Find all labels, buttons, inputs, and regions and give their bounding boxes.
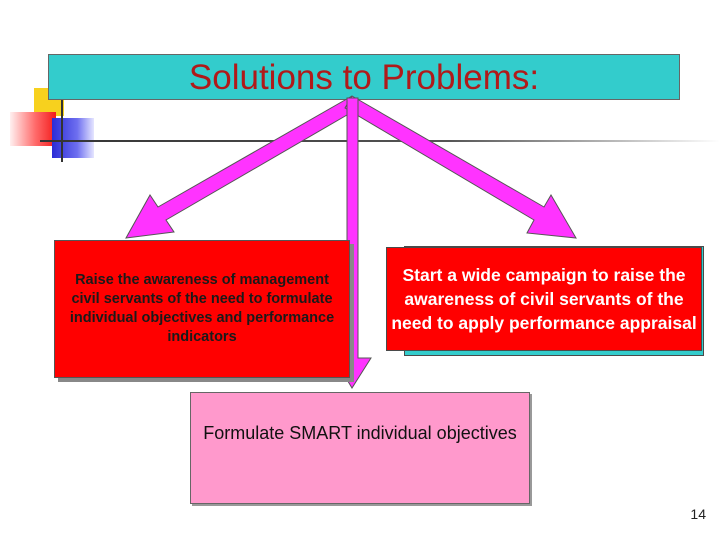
- arrow-left: [125, 95, 360, 239]
- slide-title: Solutions to Problems:: [188, 57, 540, 97]
- arrow-right: [344, 95, 577, 239]
- solution-text-awareness-management: Raise the awareness of management civil …: [69, 272, 335, 345]
- decorative-horizontal-line: [40, 140, 720, 142]
- solution-text-campaign: Start a wide campaign to raise the aware…: [391, 265, 697, 333]
- solution-box-awareness-management: Raise the awareness of management civil …: [54, 240, 350, 378]
- decorative-vertical-line: [61, 84, 63, 162]
- decorative-blue-square: [52, 118, 94, 158]
- solution-text-smart-objectives: Formulate SMART individual objectives: [203, 423, 517, 443]
- page-number: 14: [690, 506, 706, 522]
- solution-box-campaign: Start a wide campaign to raise the aware…: [386, 247, 702, 351]
- solution-box-smart-objectives: Formulate SMART individual objectives: [190, 392, 530, 504]
- title-banner: Solutions to Problems:: [48, 54, 680, 100]
